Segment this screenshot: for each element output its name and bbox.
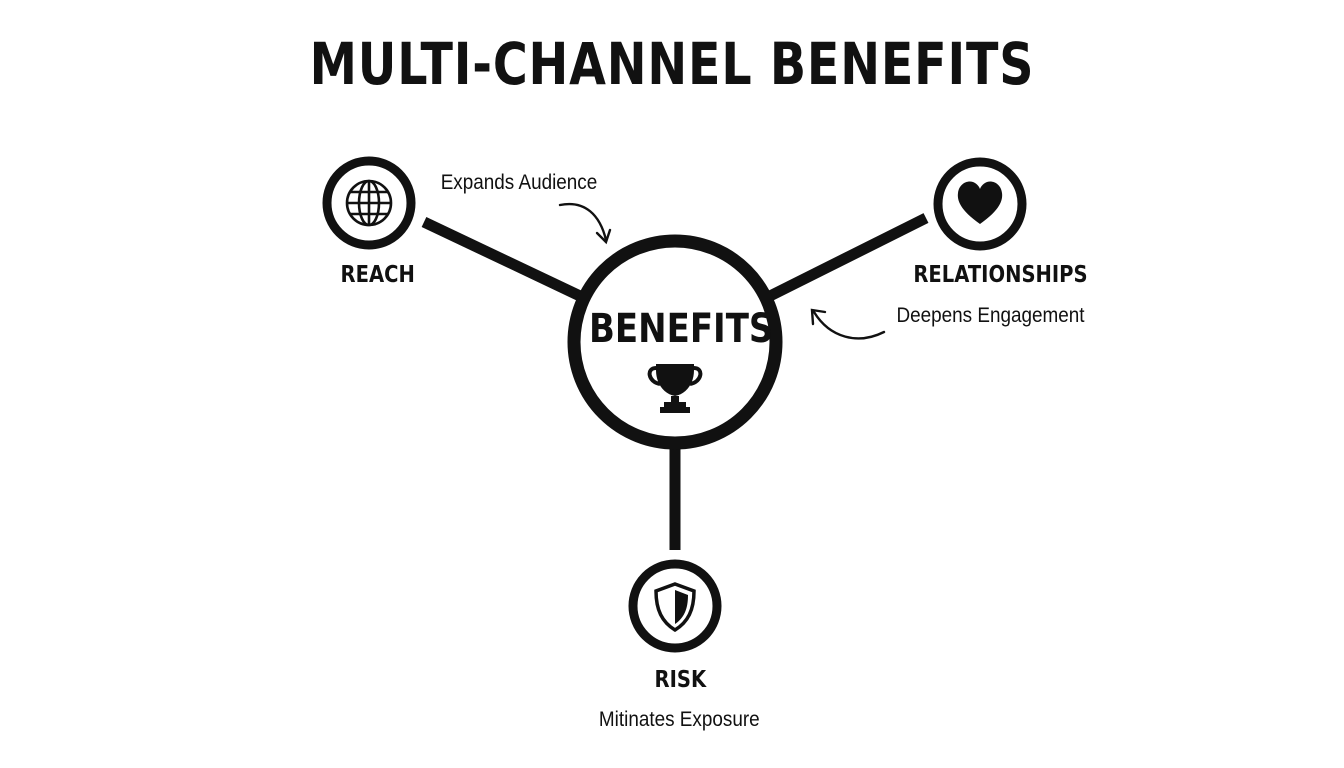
relationships-label: RELATIONSHIPS <box>913 262 1088 288</box>
reach-note: Expands Audience <box>440 171 598 194</box>
reach-label: REACH <box>340 262 415 288</box>
globe-icon <box>345 179 393 227</box>
reach-node <box>322 156 416 250</box>
connector-relationships <box>767 213 929 301</box>
heart-icon <box>957 181 1003 224</box>
center-label: BENEFITS <box>589 306 774 352</box>
arrow-deepens-engagement <box>810 308 886 340</box>
risk-note: Mitinates Exposure <box>598 708 760 731</box>
relationships-note: Deepens Engagement <box>896 304 1085 327</box>
arrow-expands-audience <box>558 202 612 245</box>
trophy-icon <box>647 364 703 413</box>
shield-icon <box>654 582 696 633</box>
connector-reach <box>421 217 583 301</box>
relationships-node <box>933 157 1027 251</box>
risk-label: RISK <box>654 667 707 693</box>
center-node <box>567 234 783 450</box>
diagram-title: MULTI-CHANNEL BENEFITS <box>309 30 1035 98</box>
risk-node <box>628 559 722 653</box>
